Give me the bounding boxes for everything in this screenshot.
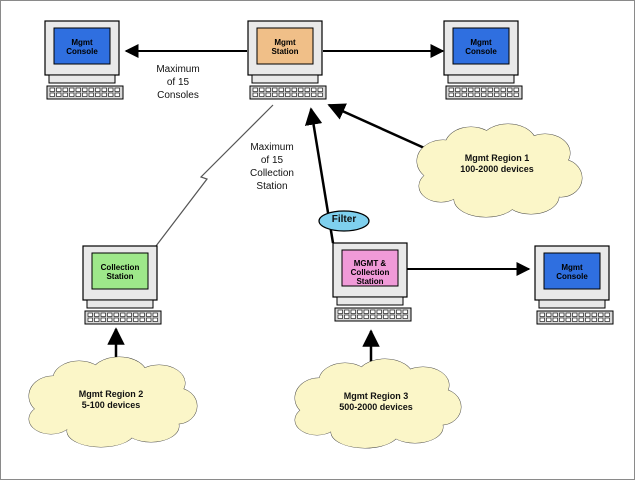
cloud-region2 bbox=[28, 356, 198, 448]
computer-console-left bbox=[44, 20, 124, 100]
computer-collection-left bbox=[82, 245, 162, 325]
link-wan-collection-left-to-station bbox=[155, 104, 274, 247]
computer-station-top bbox=[247, 20, 327, 100]
region2-label: Mgmt Region 2 5-100 devices bbox=[78, 389, 144, 410]
computer-console-br bbox=[534, 245, 614, 325]
cloud-region3 bbox=[294, 358, 462, 449]
region1-label: Mgmt Region 1 100-2000 devices bbox=[460, 153, 534, 174]
region3-label: Mgmt Region 3 500-2000 devices bbox=[339, 391, 413, 412]
cloud-region1 bbox=[416, 123, 583, 218]
console-br-label: Mgmt Console bbox=[556, 263, 588, 281]
console-right-label: Mgmt Console bbox=[465, 38, 497, 56]
computer-console-right bbox=[443, 20, 523, 100]
collection-mid-label: MGMT & Collection Station bbox=[350, 258, 390, 286]
filter-badge bbox=[318, 210, 370, 232]
caption-max-collection-stations: Maximum of 15 Collection Station bbox=[250, 142, 294, 192]
station-top-label: Mgmt Station bbox=[271, 38, 299, 56]
console-left-label: Mgmt Console bbox=[66, 38, 98, 56]
link-region1-to-station bbox=[327, 103, 432, 153]
computer-collection-mid bbox=[332, 242, 412, 322]
caption-max-consoles: Maximum of 15 Consoles bbox=[156, 64, 200, 101]
filter-label: Filter bbox=[331, 214, 357, 225]
collection-left-label: Collection Station bbox=[100, 263, 140, 281]
